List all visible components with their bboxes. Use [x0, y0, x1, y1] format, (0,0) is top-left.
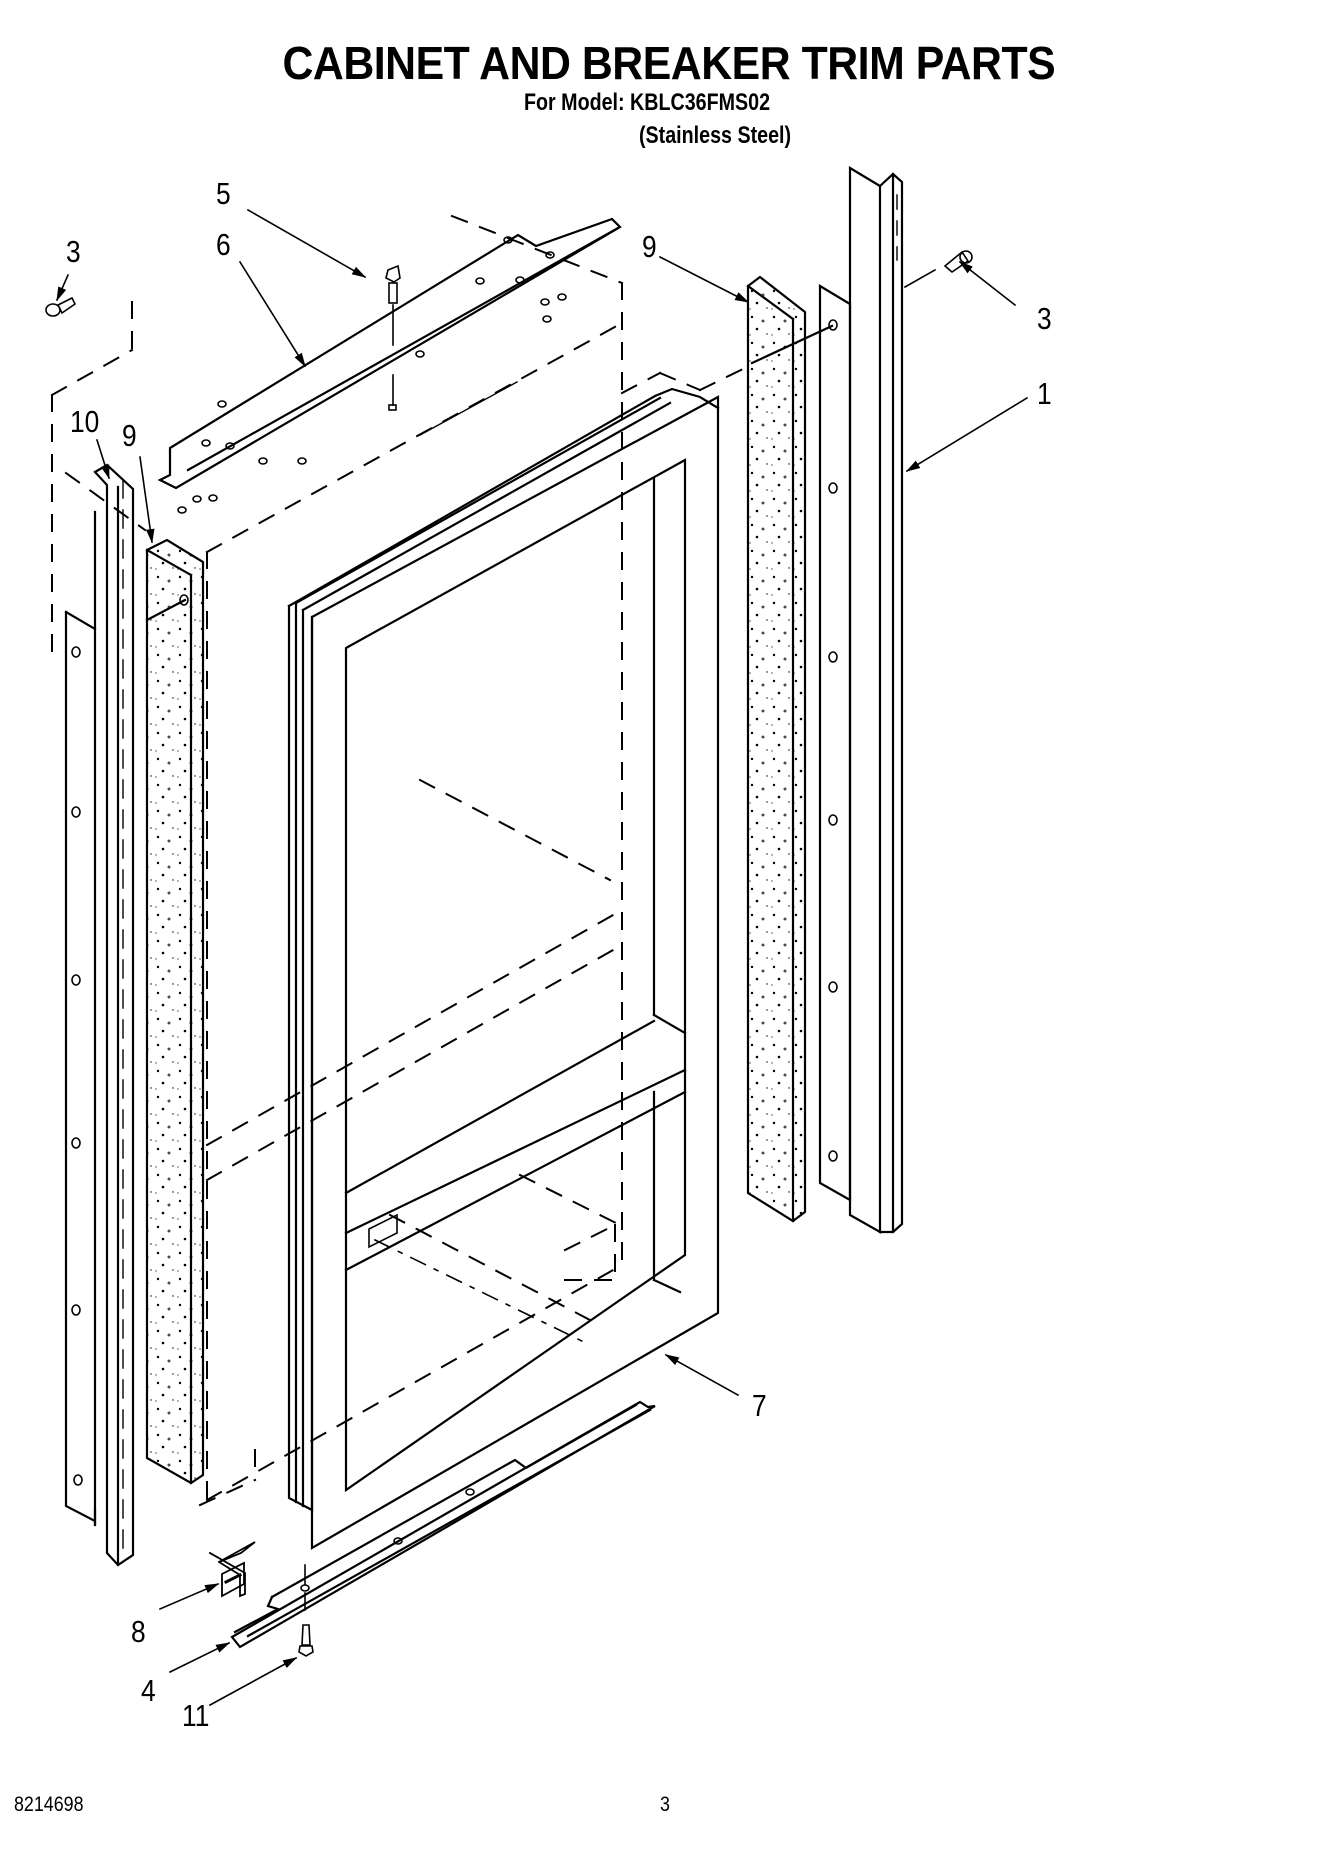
- top-trim-bracket: [157, 217, 622, 490]
- callout-8: 8: [131, 1614, 146, 1649]
- screw-icon: [45, 296, 77, 317]
- callout-10: 10: [70, 404, 100, 439]
- bottom-trim-bracket: [230, 1400, 656, 1649]
- callout-3-right: 3: [1037, 301, 1052, 336]
- left-side-trim: [64, 463, 135, 1567]
- callout-11: 11: [182, 1698, 210, 1733]
- callout-7: 7: [752, 1388, 767, 1423]
- leader-lines: [55, 208, 1029, 1707]
- right-side-trim: [848, 166, 904, 1234]
- clip: [208, 1541, 256, 1598]
- page-number: 3: [660, 1793, 670, 1816]
- callout-1: 1: [1037, 376, 1052, 411]
- page-title: CABINET AND BREAKER TRIM PARTS: [282, 37, 1056, 89]
- callout-4: 4: [141, 1673, 156, 1708]
- right-side-plate: [818, 284, 852, 1202]
- screw-icon: [903, 250, 973, 289]
- foam-strip-left: [145, 538, 205, 1485]
- model-line: For Model: KBLC36FMS02: [524, 89, 771, 116]
- callout-9-left: 9: [122, 418, 137, 453]
- cabinet-phantom-outline: [50, 214, 747, 1507]
- screw-icon: [385, 264, 401, 411]
- foam-strip-right: [746, 275, 838, 1223]
- document-number: 8214698: [14, 1793, 84, 1816]
- callout-6: 6: [216, 227, 231, 262]
- callout-9-right: 9: [642, 229, 657, 264]
- cabinet-holes: [177, 236, 567, 514]
- finish-line: (Stainless Steel): [639, 122, 792, 149]
- callout-5: 5: [216, 176, 231, 211]
- screw-icon: [298, 1624, 314, 1657]
- callout-3-left: 3: [66, 234, 81, 269]
- door-frame-trim: [287, 381, 720, 1550]
